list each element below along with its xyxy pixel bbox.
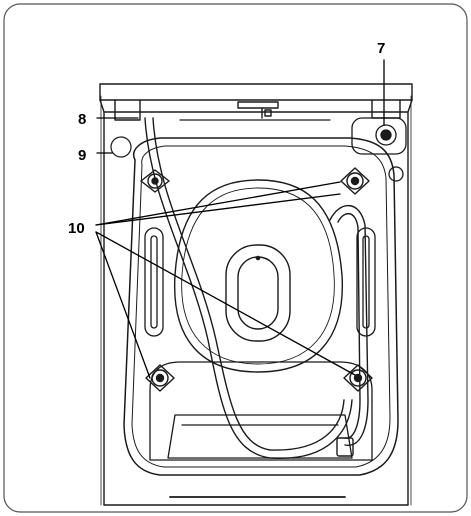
drain-hose [144,117,369,459]
callout-10: 10 [68,220,85,237]
callout-8: 8 [78,111,86,128]
lower-bracket [149,361,373,461]
transport-bolt-top-left [140,169,170,193]
drum-cover [173,179,343,373]
callout-7: 7 [377,40,385,57]
outer-frame [3,3,468,513]
transport-bolt-bottom-left [145,364,175,392]
side-slots [144,227,376,337]
leader-lines [95,59,385,379]
machine-body [99,83,413,506]
water-inlet-valve [351,117,407,182]
back-shell [123,137,399,476]
callout-9: 9 [78,147,86,164]
drain-port [110,136,132,158]
transport-bolt-top-right [340,167,370,195]
